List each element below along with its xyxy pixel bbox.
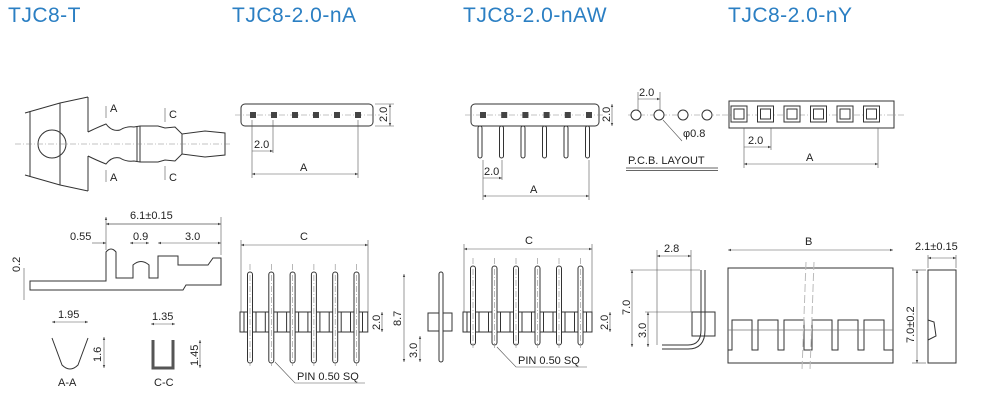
na-pin-label: PIN 0.50 SQ bbox=[297, 371, 359, 383]
na-front-view: C 2.0 8.7 PIN 0.50 SQ bbox=[240, 231, 406, 384]
na-top-pin bbox=[355, 112, 361, 118]
section-a-a: 1.95 1.6 A-A bbox=[51, 309, 106, 389]
naw-dim-tail: 3.0 bbox=[637, 323, 649, 338]
na-dim-height: 2.0 bbox=[378, 107, 390, 122]
naw-top-pin-leg bbox=[542, 125, 547, 159]
ny-contact-inner bbox=[760, 108, 771, 120]
ny-dim-a: A bbox=[806, 152, 814, 164]
pcb-layout-label: P.C.B. LAYOUT bbox=[628, 155, 705, 167]
ny-contact bbox=[810, 105, 827, 123]
ny-contact-inner bbox=[733, 108, 745, 120]
naw-top-pin bbox=[480, 112, 486, 118]
label-a-a: A-A bbox=[58, 377, 77, 389]
dim-1-95: 1.95 bbox=[58, 309, 79, 321]
section-a-top: A bbox=[110, 103, 118, 115]
na-top-pin bbox=[250, 112, 256, 118]
title-tjc8-t: TJC8-T bbox=[8, 4, 81, 27]
pcb-hole-dia: φ0.8 bbox=[683, 128, 705, 140]
ny-front-view: B bbox=[727, 236, 894, 371]
na-top-pin bbox=[313, 112, 319, 118]
ny-contact-inner bbox=[839, 108, 851, 120]
naw-dim-a: A bbox=[530, 184, 538, 196]
terminal-side-view: 6.1±0.15 0.55 0.9 3.0 0.2 bbox=[11, 210, 222, 300]
ny-contact-inner bbox=[786, 108, 798, 120]
ny-contact-inner bbox=[866, 108, 877, 120]
na-side-view: 3.0 bbox=[408, 271, 453, 363]
naw-top-view: 2.0 2.0 A bbox=[465, 103, 614, 200]
naw-dim-pitch: 2.0 bbox=[484, 166, 499, 178]
terminal-top-view: A A C C bbox=[15, 96, 232, 192]
naw-dim-height: 2.0 bbox=[601, 107, 613, 122]
pin-arrays bbox=[239, 105, 880, 366]
label-c-c: C-C bbox=[154, 377, 174, 389]
na-housing bbox=[239, 311, 369, 333]
pcb-hole bbox=[701, 109, 713, 121]
section-c-bottom: C bbox=[169, 172, 177, 184]
naw-front-view: C 2.0 PIN 0.50 SQ bbox=[463, 235, 612, 368]
pcb-dim-pitch: 2.0 bbox=[639, 87, 654, 99]
pcb-hole bbox=[653, 109, 665, 121]
na-top-pin bbox=[334, 112, 340, 118]
na-top-pin bbox=[292, 112, 298, 118]
naw-housing bbox=[462, 311, 593, 333]
naw-top-pin bbox=[586, 112, 592, 118]
dim-0-2: 0.2 bbox=[11, 257, 23, 272]
naw-pin-label: PIN 0.50 SQ bbox=[518, 355, 580, 367]
ny-dim-b: B bbox=[805, 236, 812, 248]
naw-top-pin bbox=[522, 112, 529, 118]
dim-1-35: 1.35 bbox=[152, 311, 173, 323]
pcb-hole bbox=[677, 109, 689, 121]
na-dim-c: C bbox=[300, 231, 308, 243]
naw-top-pin-leg bbox=[499, 125, 504, 159]
naw-top-pin-leg bbox=[477, 125, 483, 159]
naw-top-pin-leg bbox=[585, 125, 590, 159]
dim-3-0: 3.0 bbox=[185, 231, 200, 243]
ny-contact bbox=[757, 105, 774, 123]
na-dim-pitch: 2.0 bbox=[254, 139, 269, 151]
dim-1-45: 1.45 bbox=[189, 345, 201, 366]
ny-contact bbox=[863, 105, 880, 123]
na-top-pin bbox=[271, 112, 277, 118]
dim-total-length: 6.1±0.15 bbox=[130, 210, 173, 222]
title-tjc8-2-0-na: TJC8-2.0-nA bbox=[232, 4, 357, 27]
pcb-hole bbox=[630, 109, 642, 121]
naw-side-view: 2.8 7.0 3.0 bbox=[621, 243, 716, 350]
na-dim-a: A bbox=[300, 162, 308, 174]
na-dim-tail: 3.0 bbox=[408, 343, 420, 358]
dim-0-55: 0.55 bbox=[70, 231, 91, 243]
na-dim-total: 8.7 bbox=[392, 311, 404, 326]
ny-dim-depth: 2.1±0.15 bbox=[915, 241, 958, 253]
dim-0-9: 0.9 bbox=[133, 231, 148, 243]
naw-dim-c: C bbox=[525, 235, 533, 247]
naw-dim-total: 7.0 bbox=[621, 300, 633, 315]
ny-contact bbox=[730, 105, 748, 123]
naw-dim-body: 2.0 bbox=[599, 315, 611, 330]
ny-dim-pitch: 2.0 bbox=[748, 135, 763, 147]
pcb-layout: 2.0 φ0.8 P.C.B. LAYOUT bbox=[626, 87, 720, 171]
ny-contact-inner bbox=[813, 108, 824, 120]
na-top-view: 2.0 2.0 A bbox=[235, 103, 394, 178]
ny-side-view: 2.1±0.15 7.0±0.2 bbox=[905, 241, 958, 364]
section-a-bottom: A bbox=[110, 172, 118, 184]
ny-contact bbox=[836, 105, 854, 123]
naw-top-pin-leg bbox=[563, 125, 569, 159]
ny-contact bbox=[783, 105, 801, 123]
dim-1-6: 1.6 bbox=[92, 347, 104, 362]
section-c-top: C bbox=[169, 109, 177, 121]
title-tjc8-2-0-ny: TJC8-2.0-nY bbox=[728, 4, 853, 27]
na-dim-body: 2.0 bbox=[371, 315, 383, 330]
section-c-c: 1.35 1.45 C-C bbox=[151, 311, 202, 389]
naw-dim-offset: 2.8 bbox=[664, 243, 679, 255]
naw-top-pin-leg bbox=[520, 125, 526, 159]
naw-top-pin bbox=[543, 112, 550, 118]
naw-top-pin bbox=[564, 112, 571, 118]
naw-top-pin bbox=[501, 112, 508, 118]
ny-dim-height: 7.0±0.2 bbox=[905, 306, 917, 343]
title-tjc8-2-0-naw: TJC8-2.0-nAW bbox=[463, 4, 608, 27]
